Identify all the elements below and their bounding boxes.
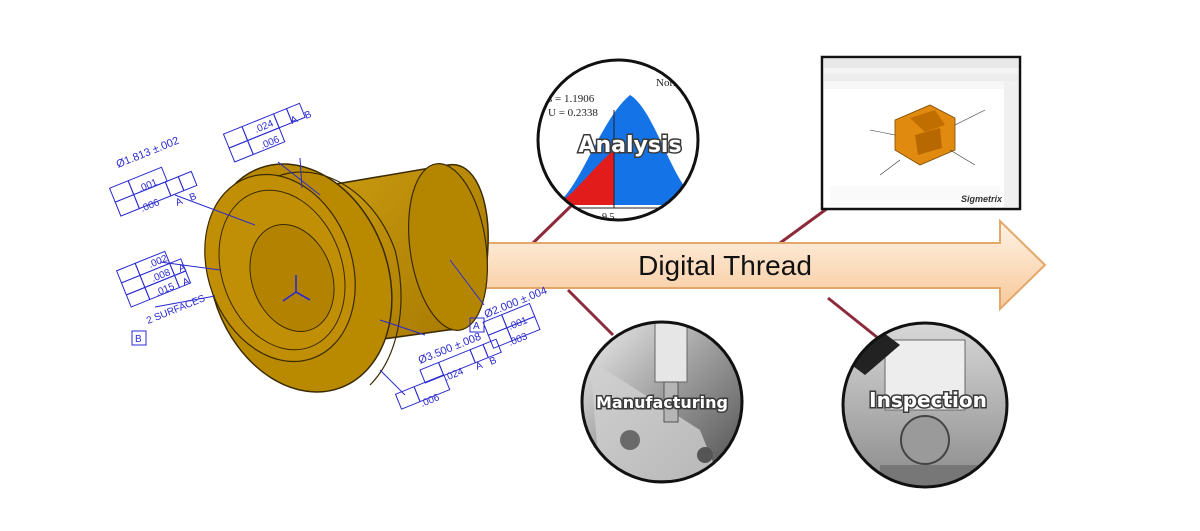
manufacturing-node: Manufacturing [580,320,744,484]
report-toolbar [824,81,1018,89]
report-titlebar [824,59,1018,68]
fcf1-value-b: .006 [139,197,162,215]
fcf1-datum-b: B [188,191,199,204]
connector-analysis [531,203,574,245]
connector-report [779,203,833,245]
flatness-datum-c: A [181,276,192,289]
flatness-datum-b: A [177,262,188,275]
fcf3-value-a: .001 [507,315,530,333]
dim-diameter-2: Ø2.000 ±.004 [483,285,549,321]
analysis-label: Analysis [578,133,681,158]
fcf2-value-b: .006 [259,134,282,152]
connector-inspection [827,296,879,340]
gdt-annotations [108,102,541,410]
connector-lines [531,203,879,340]
fcf4-value-a: .024 [443,366,466,384]
surfaces-note: 2 SURFACES [145,293,207,327]
flatness-value-c: .015 [154,281,177,299]
fcf2-datum-a: A [289,114,300,127]
report-brand: Sigmetrix [961,194,1003,204]
fcf1-datum-a: A [174,196,185,209]
axis-value: 9.5 [602,212,615,223]
inspection-label: Inspection [869,388,987,412]
fcf4-datum-b: B [488,355,499,368]
fcf4-datum-a: A [474,360,485,373]
report-thumbnails [830,186,1000,206]
analysis-node: 37 s = 1.1906 U = 0.2338 Normal( Y 9.5 A… [536,58,700,223]
fcf2-datum-b: B [303,109,314,122]
stats-u: U = 0.2338 [548,107,598,119]
cad-part [204,163,489,393]
manufacturing-label: Manufacturing [596,393,728,412]
stats-s: s = 1.1906 [548,93,595,105]
digital-thread-arrow [479,218,1047,312]
axes-triad [282,275,311,302]
digital-thread-label: Digital Thread [638,250,812,281]
inspection-node: Inspection [841,321,1009,489]
fcf3-value-b: .003 [507,331,530,349]
stats-top: 37 [546,77,558,89]
fcf1-value-a: .001 [137,177,160,195]
datum-b-label: B [135,334,142,345]
report-tabs [824,74,1018,81]
datum-a-label: A [473,321,480,332]
report-node: Sigmetrix [820,55,1022,211]
connector-manufacturing [566,288,615,337]
report-sidebar [1004,81,1018,207]
dim-diameter-1: Ø1.813 ±.002 [115,135,181,171]
distribution-tail [555,150,614,205]
report-part-model [869,104,986,176]
